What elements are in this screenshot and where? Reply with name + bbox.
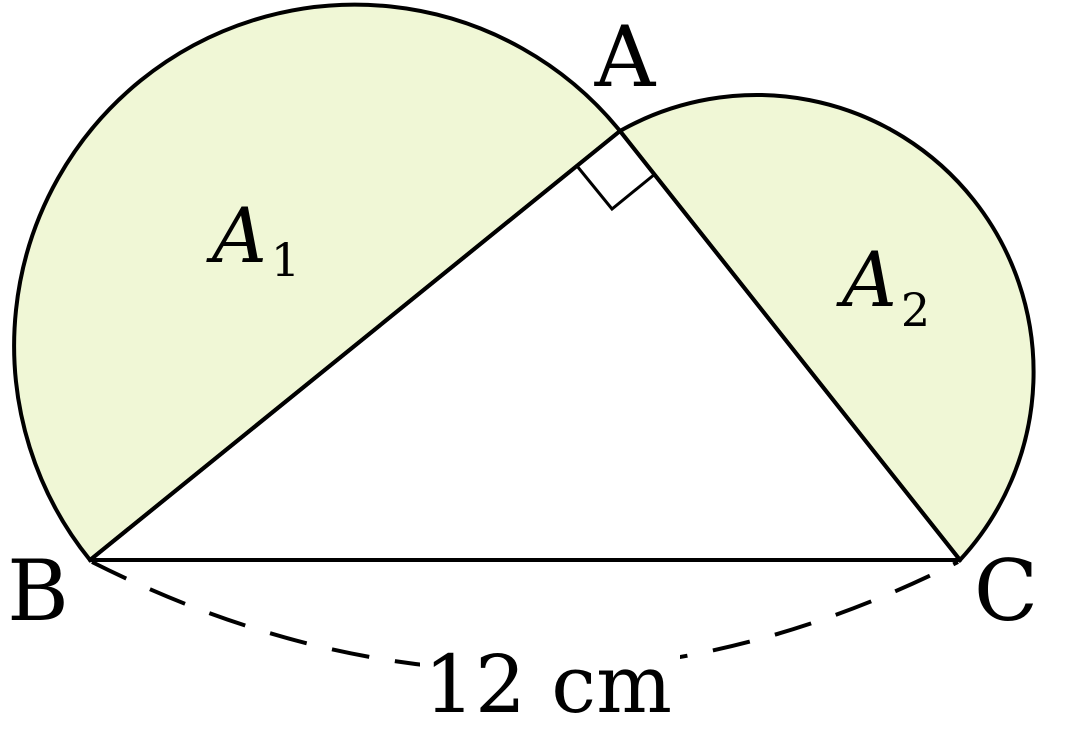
base-length-label: 12 cm [424,638,672,731]
vertex-label-a: A [594,8,657,106]
side-ab [88,129,622,562]
measure-label-gap [420,636,680,722]
vertex-label-b: B [7,542,69,640]
semicircle-ac-region [616,93,1036,564]
side-ac [618,129,962,562]
region-label-a1: A1 [206,191,300,287]
vertex-label-c: C [974,542,1038,640]
region-label-a2: A2 [836,235,930,337]
right-angle-mark [575,165,656,212]
semicircle-ab-region [12,2,623,563]
